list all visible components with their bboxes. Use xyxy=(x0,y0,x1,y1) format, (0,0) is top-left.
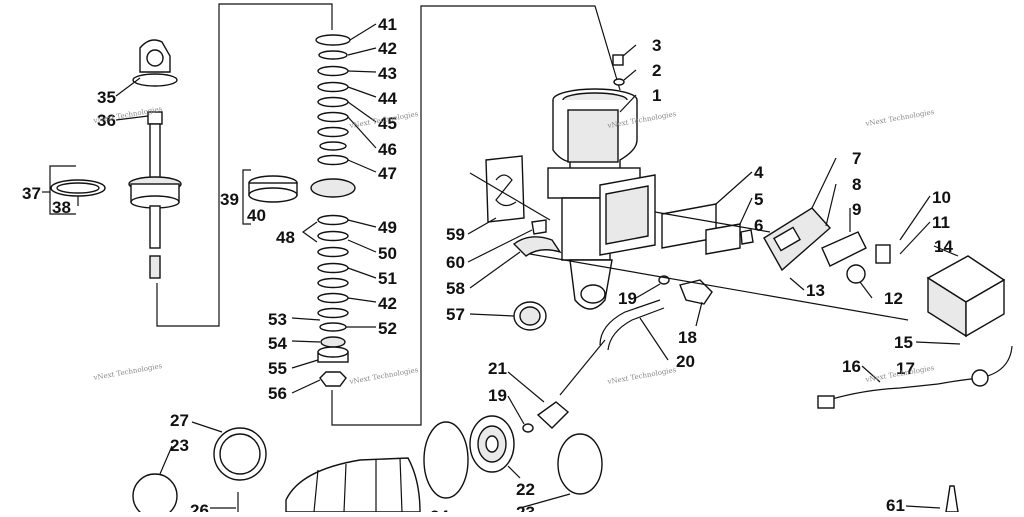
callout-45: 45 xyxy=(378,114,397,133)
callout-38: 38 xyxy=(52,198,71,217)
callout-39: 39 xyxy=(220,190,239,209)
callout-51: 51 xyxy=(378,269,397,288)
hose-21 xyxy=(559,339,606,396)
watermark-5: vNext Technologies xyxy=(92,362,163,382)
callout-labels: 41 42 43 44 45 46 47 49 50 51 42 52 53 5… xyxy=(22,15,953,517)
cap-3 xyxy=(612,54,624,66)
callout-24: 24 xyxy=(430,507,449,512)
callout-43: 43 xyxy=(378,64,397,83)
watermark-4: vNext Technologies xyxy=(864,108,935,128)
elbow-21 xyxy=(536,401,570,429)
callout-9: 9 xyxy=(852,200,861,219)
washer-stack xyxy=(248,34,356,387)
callout-48: 48 xyxy=(276,228,295,247)
bracket-37 xyxy=(49,165,76,215)
callout-6: 6 xyxy=(754,216,763,235)
callout-18: 18 xyxy=(678,328,697,347)
callout-19-lower: 19 xyxy=(488,386,507,405)
callout-56: 56 xyxy=(268,384,287,403)
callout-20: 20 xyxy=(676,352,695,371)
ring-23-left xyxy=(132,473,178,517)
callout-52: 52 xyxy=(378,319,397,338)
callout-21: 21 xyxy=(488,359,507,378)
callout-15: 15 xyxy=(894,333,913,352)
callout-23-lower: 23 xyxy=(516,503,535,512)
drum-24 xyxy=(285,457,421,513)
callout-7: 7 xyxy=(852,149,861,168)
callout-35: 35 xyxy=(97,88,116,107)
callout-3: 3 xyxy=(652,36,661,55)
fitting-18 xyxy=(679,279,713,305)
callout-22: 22 xyxy=(516,480,535,499)
callout-12: 12 xyxy=(884,289,903,308)
callout-47: 47 xyxy=(378,164,397,183)
callout-5: 5 xyxy=(754,190,763,209)
callout-26: 26 xyxy=(190,501,209,512)
assembly-frame-right xyxy=(331,5,621,426)
callout-4: 4 xyxy=(754,163,764,182)
snap-ring xyxy=(423,421,469,499)
callout-54: 54 xyxy=(268,334,287,353)
callout-60: 60 xyxy=(446,253,465,272)
watermark-6: vNext Technologies xyxy=(348,366,419,386)
callout-59: 59 xyxy=(446,225,465,244)
bracket-39 xyxy=(242,169,251,225)
leader-lines xyxy=(77,23,961,509)
assembly-frame-left xyxy=(156,3,333,327)
tab-60 xyxy=(531,219,547,235)
part-61 xyxy=(945,485,959,513)
callout-17: 17 xyxy=(896,359,915,378)
callout-42-lower: 42 xyxy=(378,294,397,313)
callout-58: 58 xyxy=(446,279,465,298)
ring-23-right xyxy=(557,433,603,495)
callout-41: 41 xyxy=(378,15,397,34)
part-6 xyxy=(740,229,754,245)
nut-12 xyxy=(846,264,866,284)
gear-housing xyxy=(547,88,656,310)
callout-55: 55 xyxy=(268,359,287,378)
board-9 xyxy=(821,231,867,267)
callout-49: 49 xyxy=(378,218,397,237)
callout-23: 23 xyxy=(170,436,189,455)
gasket-5 xyxy=(705,223,741,255)
callout-46: 46 xyxy=(378,140,397,159)
shim-58 xyxy=(512,236,562,257)
callout-10: 10 xyxy=(932,188,951,207)
callout-40: 40 xyxy=(247,206,266,225)
callout-61: 61 xyxy=(886,496,905,512)
callout-57: 57 xyxy=(446,305,465,324)
callout-53: 53 xyxy=(268,310,287,329)
callout-2: 2 xyxy=(652,61,661,80)
oring-19b xyxy=(522,423,534,433)
callout-27: 27 xyxy=(170,411,189,430)
hose-20 xyxy=(599,299,665,351)
watermark-7: vNext Technologies xyxy=(606,366,677,386)
callout-19: 19 xyxy=(618,289,637,308)
callout-44: 44 xyxy=(378,89,397,108)
callout-8: 8 xyxy=(852,175,861,194)
cap-2 xyxy=(613,78,625,86)
callout-11: 11 xyxy=(932,213,950,232)
control-box xyxy=(926,255,1006,338)
part-10 xyxy=(875,244,891,264)
callout-1: 1 xyxy=(652,86,661,105)
callout-50: 50 xyxy=(378,244,397,263)
shock-shaft-assembly xyxy=(50,39,182,279)
callout-14: 14 xyxy=(934,237,953,256)
callout-37: 37 xyxy=(22,184,41,203)
callout-42: 42 xyxy=(378,39,397,58)
harness-16 xyxy=(821,383,939,403)
callout-36: 36 xyxy=(97,111,116,130)
connector-17 xyxy=(971,369,989,387)
callout-16: 16 xyxy=(842,357,861,376)
bracket-48 xyxy=(301,221,318,243)
callout-13: 13 xyxy=(806,281,825,300)
